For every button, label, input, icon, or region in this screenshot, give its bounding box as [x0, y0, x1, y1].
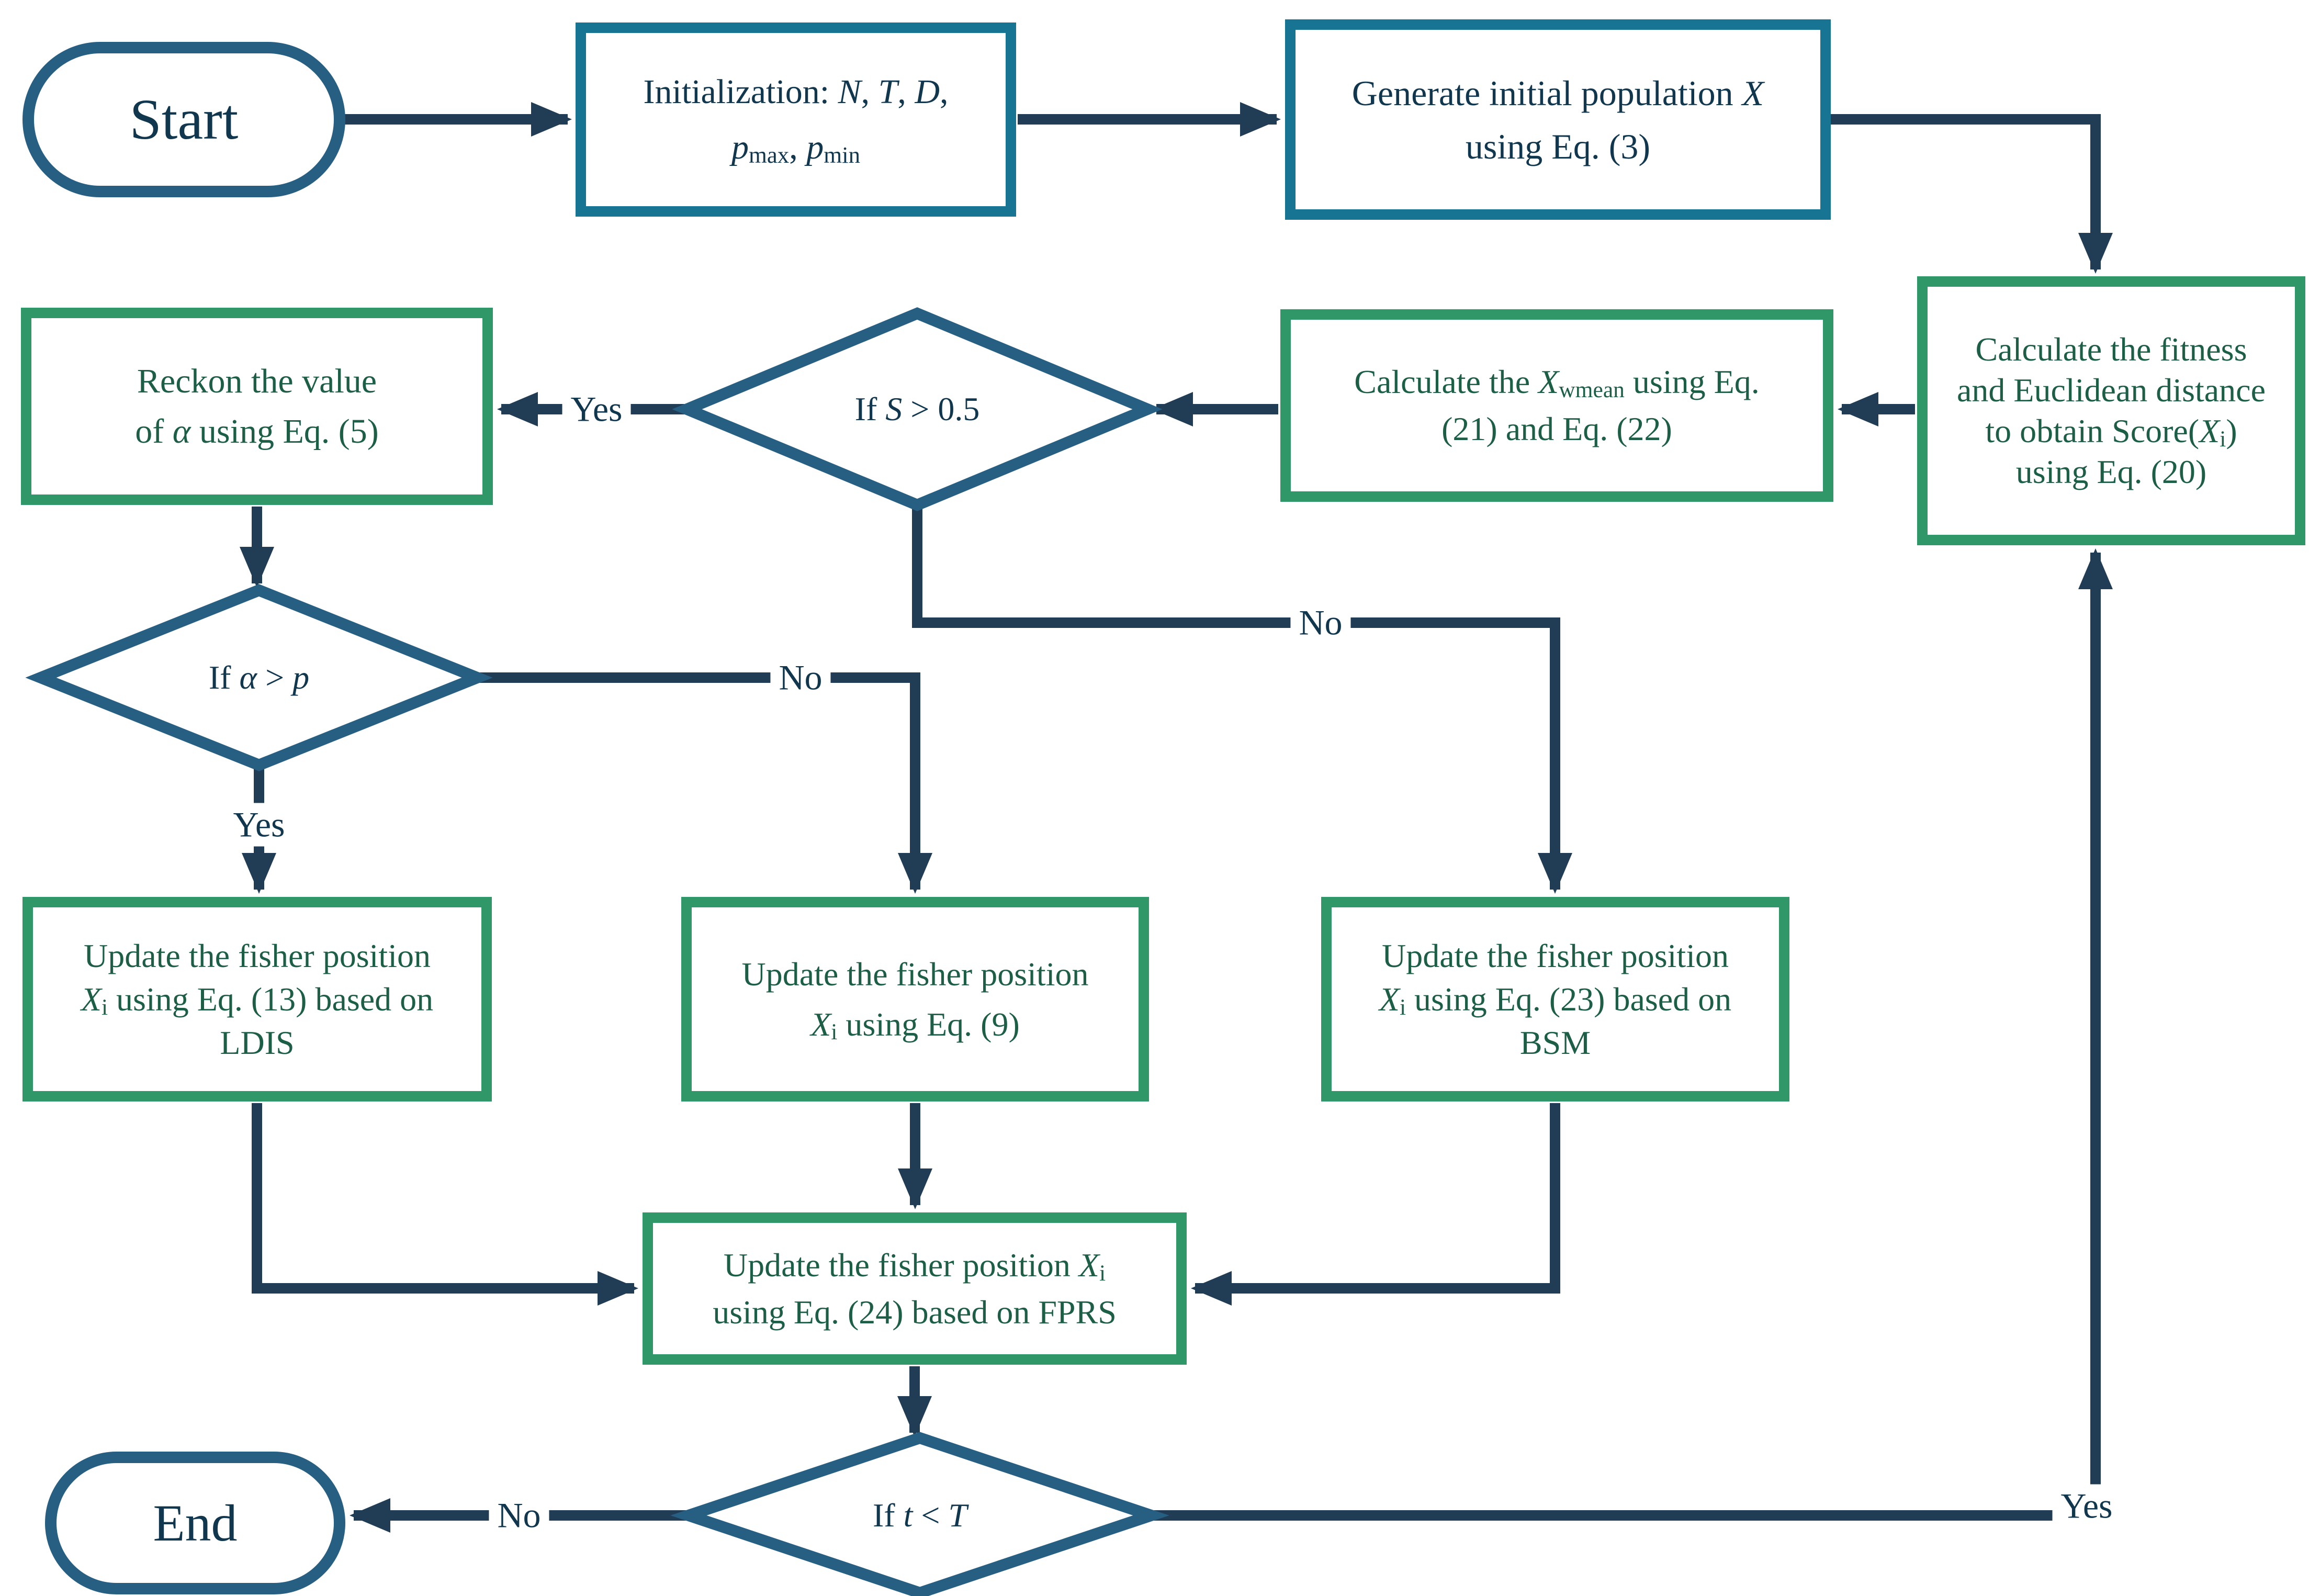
edge-decision-alpha-no-to-eq9: [479, 672, 932, 894]
edge-label-t-yes: Yes: [2052, 1484, 2121, 1528]
edge-label-alpha-yes: Yes: [224, 803, 294, 847]
edge-label-alpha-no: No: [770, 656, 831, 700]
edge-label-s-no: No: [1290, 601, 1351, 645]
decision-t-text: If t < T: [872, 1497, 967, 1534]
decision-t-diamond: [670, 1432, 1169, 1596]
decision-s-diamond: [672, 307, 1163, 511]
initialization-text: Initialization: N, T, D,pmax, pmin: [643, 72, 949, 168]
calc-xwmean-text: Calculate the Xwmean using Eq.(21) and E…: [1354, 363, 1760, 447]
initialization-box: Initialization: N, T, D,pmax, pmin: [576, 23, 1016, 217]
start-node: Start: [22, 42, 345, 197]
end-node: End: [45, 1452, 345, 1594]
end-label: End: [153, 1494, 238, 1552]
edge-decision-s-no-to-bsm: [912, 507, 1572, 894]
edge-label-t-no: No: [489, 1493, 549, 1537]
decision-s-text: If S > 0.5: [854, 390, 980, 428]
calc-xwmean-box: Calculate the Xwmean using Eq.(21) and E…: [1280, 309, 1833, 502]
start-label: Start: [129, 87, 239, 151]
edge-bsm-to-fprs: [1191, 1103, 1560, 1306]
edge-generate-to-calcfitness: [1829, 114, 2113, 274]
decision-alpha-text: If α > p: [208, 659, 310, 696]
decision-alpha-diamond: [25, 584, 493, 771]
edge-label-s-yes: Yes: [562, 387, 631, 431]
edge-ldis-to-fprs: [252, 1103, 638, 1306]
